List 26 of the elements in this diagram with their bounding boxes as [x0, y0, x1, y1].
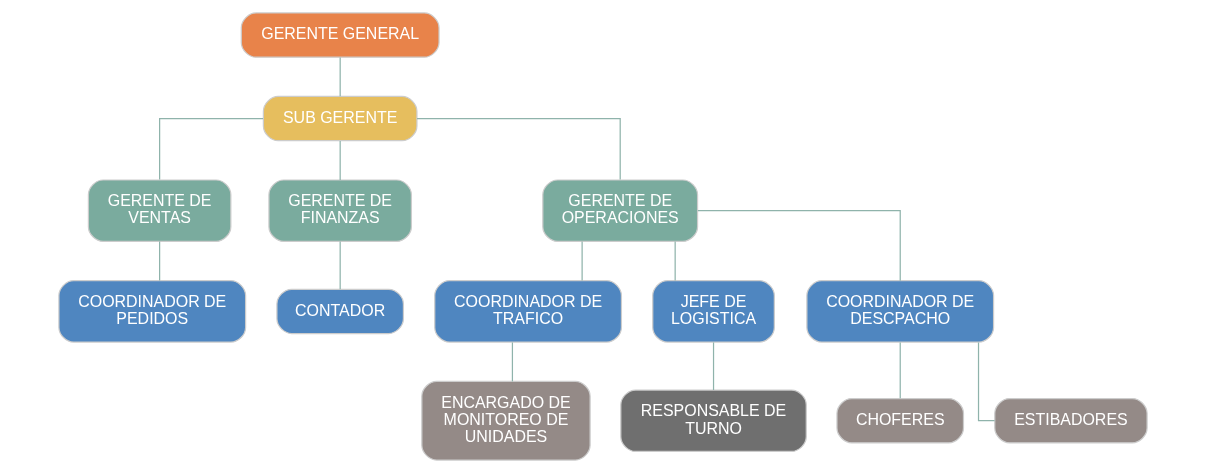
node-box: SUB GERENTE [262, 95, 418, 142]
node-box: RESPONSABLE DE TURNO [619, 389, 807, 453]
node-box: GERENTE DE FINANZAS [267, 179, 412, 243]
node-box: ESTIBADORES [993, 398, 1148, 444]
connector [158, 117, 264, 181]
node-box: GERENTE DE OPERACIONES [541, 179, 698, 243]
connector [511, 341, 513, 383]
connector [674, 240, 676, 282]
connector [339, 240, 341, 290]
connector [696, 210, 901, 282]
node-box: ENCARGADO DE MONITOREO DE UNIDADES [420, 380, 591, 461]
connector [339, 140, 341, 181]
node-box: GERENTE DE VENTAS [87, 179, 231, 243]
node-box: GERENTE GENERAL [240, 12, 440, 58]
node-box: COORDINADOR DE PEDIDOS [57, 280, 246, 343]
node-box: COORDINADOR DE TRAFICO [433, 280, 622, 343]
connector [899, 341, 901, 399]
node-box: JEFE DE LOGISTICA [651, 280, 775, 343]
connector [339, 56, 341, 97]
connector [712, 341, 714, 391]
connector [581, 240, 583, 282]
connector [415, 117, 621, 181]
node-box: CHOFERES [835, 398, 964, 444]
connector [158, 240, 160, 282]
node-box: COORDINADOR DE DESCPACHO [805, 280, 994, 343]
node-box: CONTADOR [275, 288, 404, 335]
